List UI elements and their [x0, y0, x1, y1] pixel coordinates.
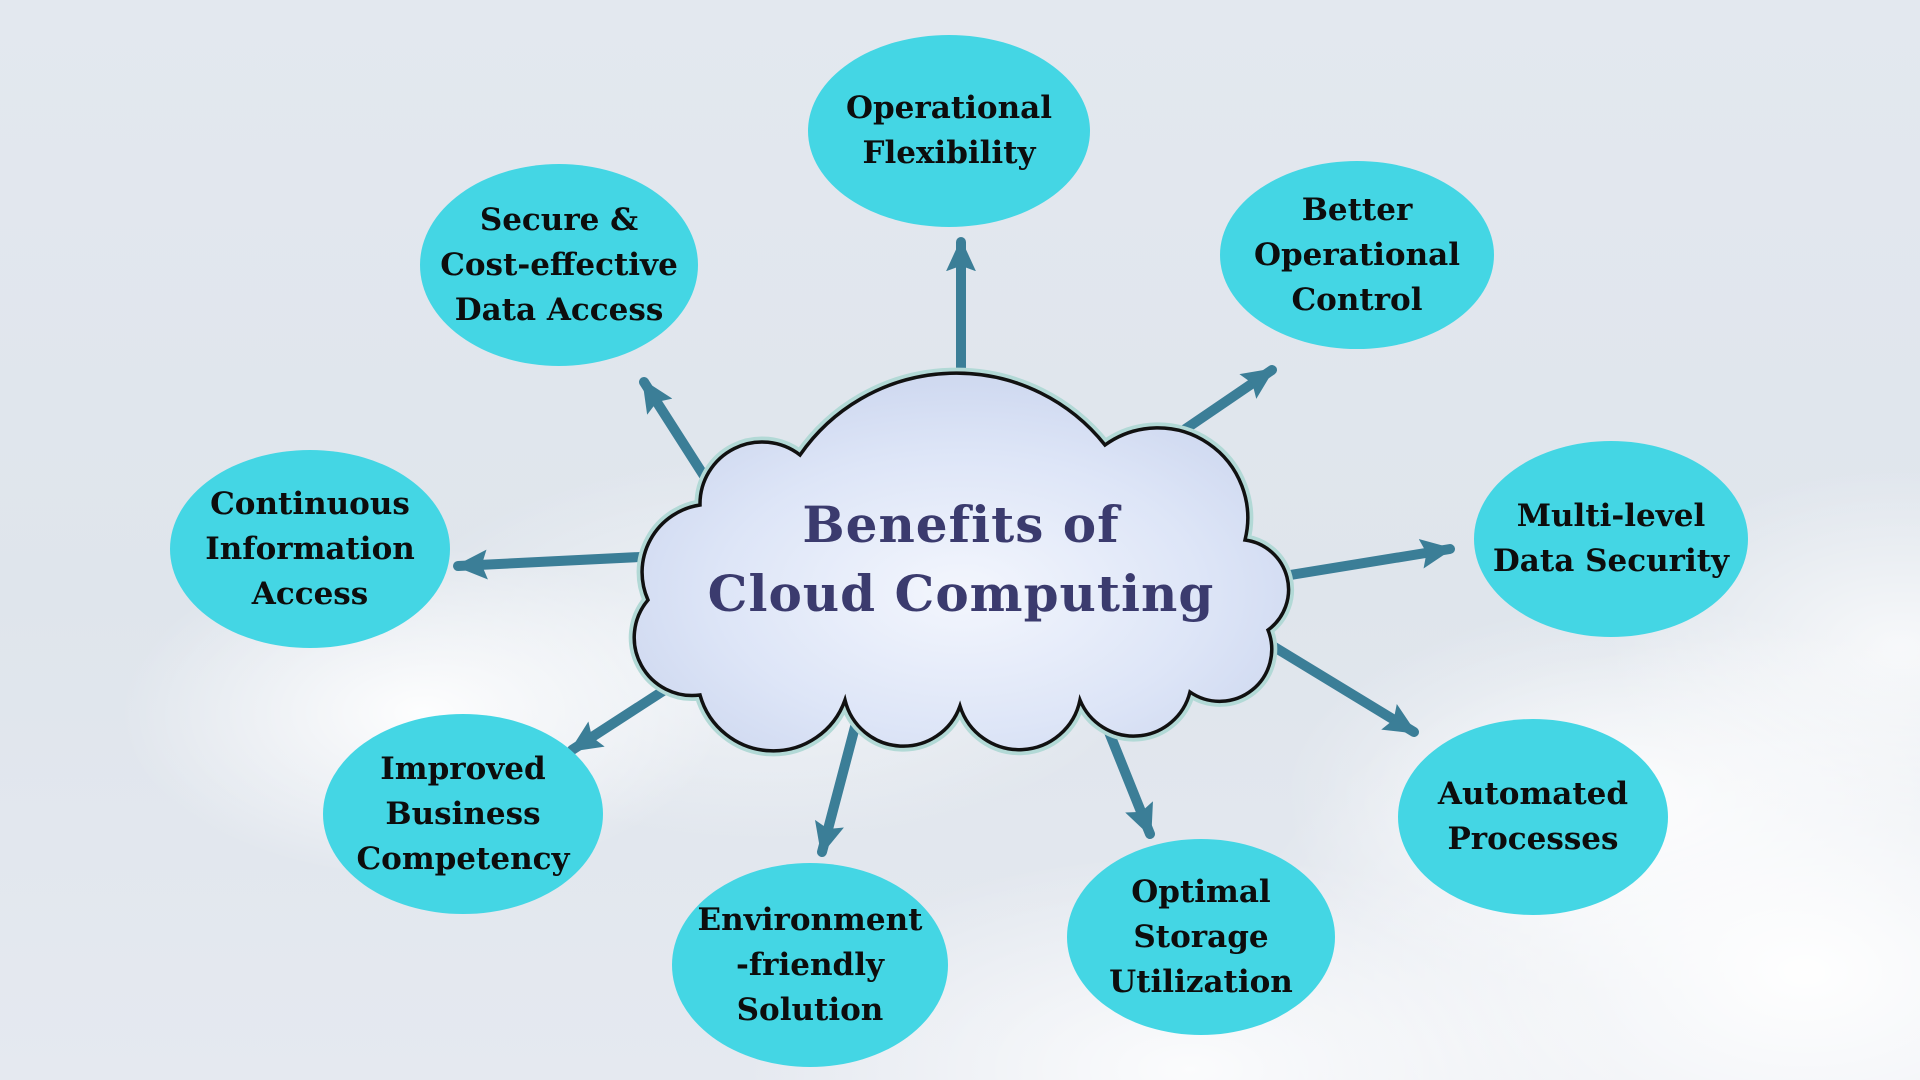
node-label: Environment -friendly Solution [697, 901, 923, 1028]
node-environment-friendly-solution: Environment -friendly Solution [672, 863, 948, 1067]
node-optimal-storage-utilization: Optimal Storage Utilization [1067, 839, 1335, 1035]
cloud-shape [632, 371, 1291, 753]
node-label: Better Operational Control [1254, 191, 1460, 318]
node-label: Continuous Information Access [205, 485, 415, 612]
diagram-title-line1: Benefits of [802, 495, 1120, 554]
node-automated-processes: Automated Processes [1398, 719, 1668, 915]
arrow-continuous-information [453, 549, 665, 580]
diagram-title: Benefits of Cloud Computing [661, 490, 1261, 630]
node-label: Secure & Cost-effective Data Access [440, 201, 678, 328]
node-secure-cost-effective-data-access: Secure & Cost-effective Data Access [420, 164, 698, 366]
node-label: Improved Business Competency [356, 750, 570, 877]
node-label: Optimal Storage Utilization [1109, 873, 1293, 1000]
node-label: Automated Processes [1437, 776, 1629, 857]
node-operational-flexibility: Operational Flexibility [808, 35, 1090, 227]
node-label: Multi-level Data Security [1492, 498, 1730, 579]
node-multi-level-data-security: Multi-level Data Security [1474, 441, 1748, 637]
node-improved-business-competency: Improved Business Competency [323, 714, 603, 914]
diagram-title-line2: Cloud Computing [707, 564, 1215, 623]
node-label: Operational Flexibility [846, 90, 1052, 171]
node-continuous-information-access: Continuous Information Access [170, 450, 450, 648]
node-better-operational-control: Better Operational Control [1220, 161, 1494, 349]
